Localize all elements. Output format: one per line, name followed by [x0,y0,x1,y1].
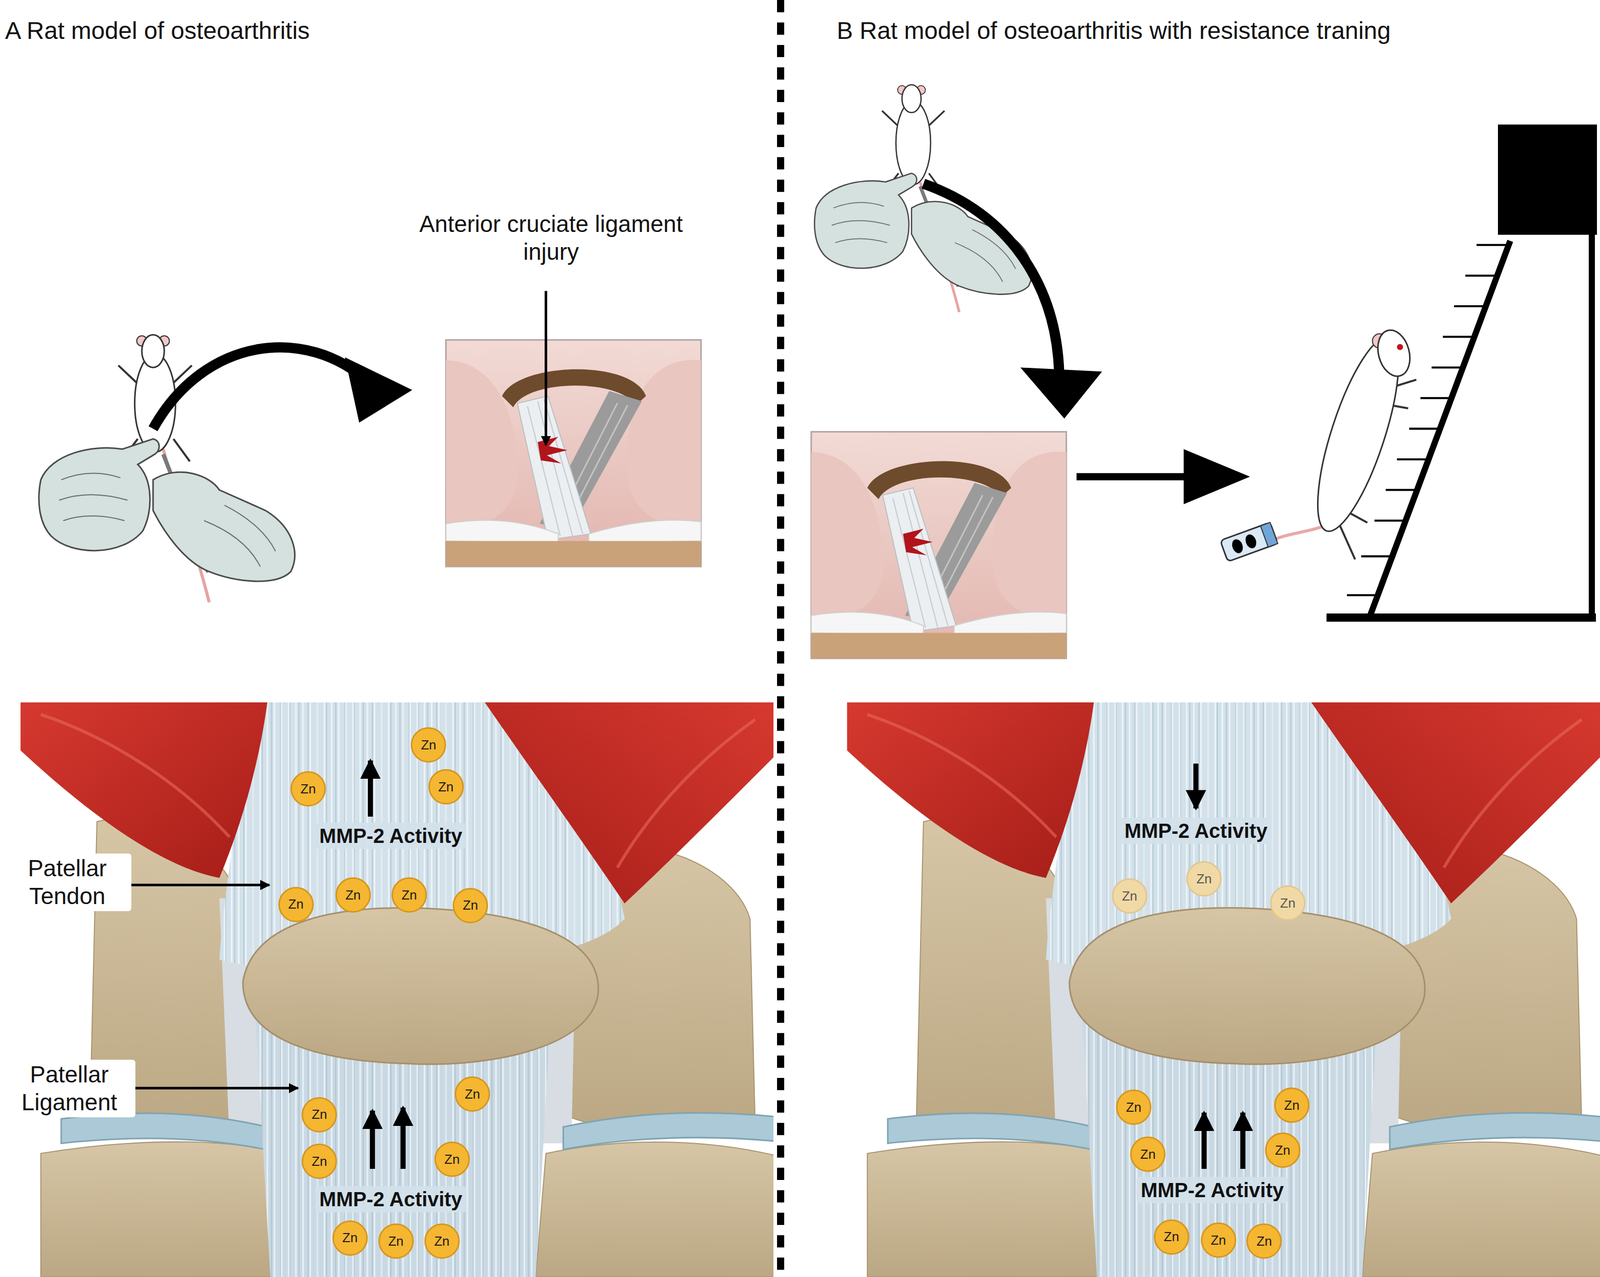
element-symbol: Zn [1122,888,1138,904]
panel-heading: A Rat model of osteoarthritis [5,16,310,46]
knee-panels [846,702,1600,1277]
climbing-rat [1230,537,1245,555]
activity-label: MMP-2 Activity [315,822,467,849]
activity-arrows [400,1107,406,1169]
callout-label: Anterior cruciate ligament injury [408,210,695,266]
zinc-circle: Zn [434,1141,470,1177]
element-symbol: Zn [1164,1228,1180,1245]
element-symbol: Zn [300,781,316,797]
element-symbol: Zn [444,1151,460,1168]
panel-a-top [345,357,413,423]
element-symbol: Zn [1210,1232,1226,1248]
zinc-circle: Zn [410,726,447,763]
panel-b-top [811,84,1251,659]
zinc-circle: Zn [1186,860,1222,897]
activity-arrows [1193,763,1199,809]
panel-divider [777,0,785,1277]
zinc-circle: Zn [1246,1223,1282,1259]
panel-a-top [153,347,370,429]
zinc-circle: Zn [391,877,427,913]
panel-a-top [446,340,702,567]
element-symbol: Zn [1196,870,1212,887]
panel-b-top [811,431,1067,658]
zinc-circle: Zn [428,768,464,805]
element-symbol: Zn [342,1229,358,1246]
zinc-circle: Zn [1270,885,1306,921]
activity-arrows [1201,1112,1207,1169]
element-symbol: Zn [420,737,436,753]
element-symbol: Zn [433,1233,450,1249]
zinc-circle: Zn [378,1223,414,1259]
zinc-circle: Zn [1116,1089,1152,1125]
element-symbol: Zn [288,896,304,912]
element-symbol: Zn [1256,1233,1272,1249]
element-symbol: Zn [388,1233,404,1249]
climbing-rat [1220,326,1417,562]
leader-lines [122,883,270,887]
panel-a-top [38,334,295,603]
zinc-circle: Zn [290,770,326,807]
panel-b-top [814,84,1032,313]
element-symbol: Zn [464,1086,480,1102]
activity-arrows [369,1110,375,1169]
zinc-circle: Zn [1130,1136,1166,1172]
panel-a-top [544,291,548,446]
knee-panels [20,702,1600,1277]
ladder [1326,613,1596,622]
panel-b-top [1020,367,1103,419]
panel-b-top [1183,449,1250,505]
activity-arrows [1240,1112,1246,1169]
climbing-rat [1243,532,1259,550]
zinc-circle: Zn [1111,878,1148,914]
zinc-circle: Zn [424,1223,460,1259]
zinc-circle: Zn [1265,1132,1301,1168]
leader-lines [122,884,298,1088]
climbing-rat [1260,522,1278,548]
structure-label: Patellar Tendon [3,853,132,911]
zinc-circle: Zn [1274,1087,1310,1123]
zinc-circle: Zn [278,886,314,923]
zinc-circle: Zn [335,877,371,913]
zinc-circle: Zn [332,1220,368,1256]
panel-a-top [38,291,702,603]
ladder [1497,124,1597,235]
climbing-rat [1396,344,1403,351]
climbing-rat [1220,522,1278,562]
zinc-circle: Zn [454,1076,491,1112]
activity-arrows [367,760,373,817]
climbing-rat [1373,326,1416,380]
element-symbol: Zn [1275,1142,1291,1158]
panel-b-top [1076,472,1189,480]
zinc-circle: Zn [301,1143,337,1179]
knee-panels [20,702,776,1277]
element-symbol: Zn [311,1153,327,1170]
zinc-circle: Zn [1200,1222,1237,1258]
zinc-circle: Zn [452,887,489,924]
zinc-circle: Zn [301,1096,337,1133]
panel-b-top [923,183,1060,373]
activity-label: MMP-2 Activity [1120,817,1272,844]
activity-arrows [370,760,1243,1169]
element-symbol: Zn [1140,1146,1156,1162]
zinc-circle: Zn [1153,1219,1190,1255]
activity-label: MMP-2 Activity [1136,1176,1288,1203]
structure-label: Patellar Ligament [3,1059,136,1118]
element-symbol: Zn [438,779,454,795]
climbing-rat [1220,522,1278,562]
element-symbol: Zn [345,887,361,903]
element-symbol: Zn [311,1106,327,1123]
leader-lines [130,1086,299,1090]
panel-heading: B Rat model of osteoarthritis with resis… [836,16,1391,46]
element-symbol: Zn [1280,895,1296,911]
element-symbol: Zn [1126,1099,1142,1115]
activity-label: MMP-2 Activity [315,1185,467,1212]
ladder [1588,232,1595,621]
element-symbol: Zn [462,897,478,913]
element-symbol: Zn [401,887,417,903]
element-symbol: Zn [1284,1097,1300,1113]
